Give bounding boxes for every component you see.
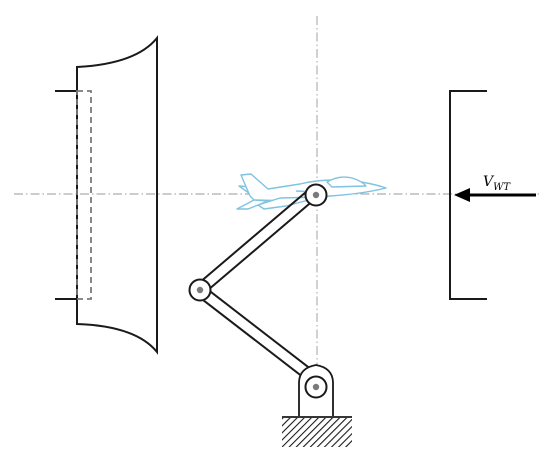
joint-wrist	[304, 183, 328, 207]
velocity-label: VWT	[483, 174, 511, 193]
robot-arm	[188, 183, 352, 447]
arm-link-lower	[197, 286, 320, 385]
arm-link-upper	[195, 187, 319, 295]
nozzle-outline	[76, 35, 158, 355]
hatched-ground-icon	[282, 418, 352, 447]
tunnel-nozzle	[55, 35, 158, 355]
arrow-left-icon	[454, 188, 536, 202]
joint-base	[304, 375, 328, 399]
tunnel-collector	[449, 90, 487, 300]
joint-shoulder	[188, 278, 212, 302]
nozzle-inner-dashed	[76, 90, 92, 300]
